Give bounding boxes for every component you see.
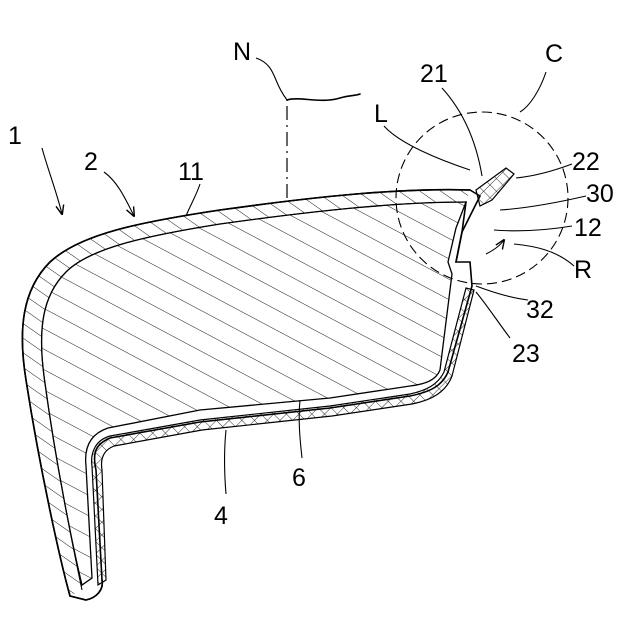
label-ref-30: 30 — [586, 180, 614, 208]
label-ref-21: 21 — [420, 60, 448, 88]
label-c: C — [545, 40, 563, 68]
label-ref-32: 32 — [526, 296, 554, 324]
label-ref-11: 11 — [178, 158, 204, 186]
label-ref-6: 6 — [292, 464, 306, 492]
label-ref-2: 2 — [84, 148, 98, 176]
label-ref-23: 23 — [512, 340, 540, 368]
label-n: N — [233, 38, 251, 66]
label-ref-22: 22 — [572, 148, 600, 176]
label-ref-1: 1 — [8, 122, 22, 150]
label-l: L — [374, 100, 388, 128]
label-ref-4: 4 — [214, 502, 228, 530]
label-r: R — [574, 256, 592, 284]
label-ref-12: 12 — [574, 214, 602, 242]
